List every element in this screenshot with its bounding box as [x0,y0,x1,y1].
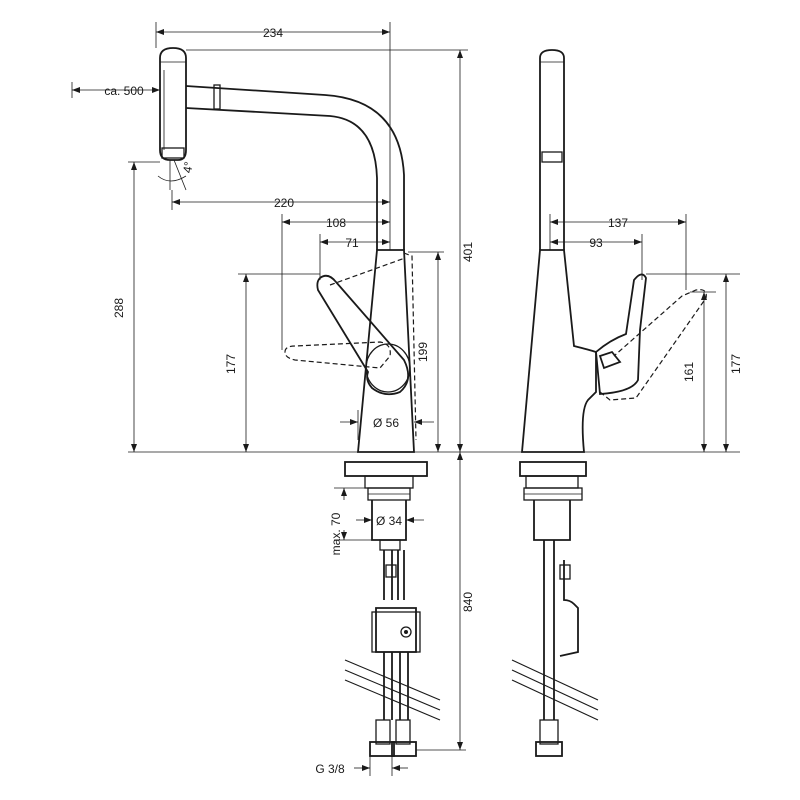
dim-401-label: 401 [461,242,475,262]
spout-head [159,47,187,161]
dim-108-label: 108 [326,216,346,230]
side-mounting [519,461,587,757]
dim-max70-label: max. 70 [329,512,343,555]
dim-177-left-label: 177 [224,354,238,374]
front-mounting [344,461,428,757]
dim-137-label: 137 [608,216,628,230]
dim-93-label: 93 [589,236,603,250]
dim-199-label: 199 [416,342,430,362]
dim-ca500-label: ca. 500 [104,84,144,98]
dimension-lines [71,22,740,776]
side-lever [595,273,707,401]
dim-g38-label: G 3/8 [315,762,345,776]
dim-diameter34-label: Ø 34 [376,514,402,528]
side-body [521,249,597,453]
dim-234-label: 234 [263,26,283,40]
dim-diameter56-label: Ø 56 [373,416,399,430]
side-spout [539,49,565,250]
dim-4deg-label: 4° [180,160,196,174]
spout-arm [185,84,405,250]
side-cut-mark [511,659,599,721]
front-cut-mark [344,659,441,721]
lever-handle [284,257,411,396]
dim-288-label: 288 [112,298,126,318]
dim-840-label: 840 [461,592,475,612]
dim-71-label: 71 [345,236,359,250]
dim-220-label: 220 [274,196,294,210]
dim-177-right-label: 177 [729,354,743,374]
dim-161-label: 161 [682,362,696,382]
dimension-labels: 234 ca. 500 4° 220 108 71 288 401 177 19… [104,26,743,776]
front-view [159,47,441,757]
side-view [511,49,707,757]
